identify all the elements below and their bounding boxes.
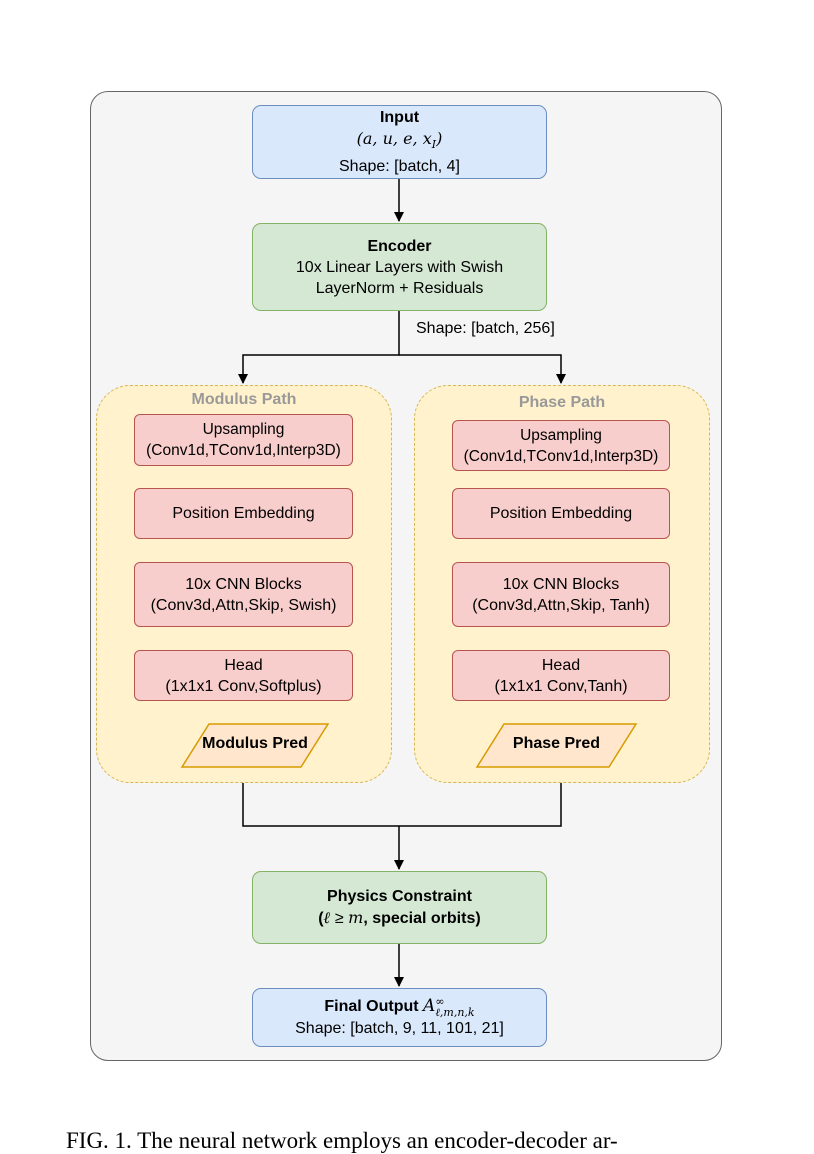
phase-head-box: Head (1x1x1 Conv,Tanh) [452, 650, 670, 701]
input-vars: (a, u, e, xI) [356, 129, 443, 152]
input-shape: Shape: [batch, 4] [339, 157, 460, 175]
modulus-cnn-label: 10x CNN Blocks [185, 575, 302, 593]
phase-path-title: Phase Path [518, 394, 606, 411]
modulus-head-detail: (1x1x1 Conv,Softplus) [165, 677, 322, 695]
modulus-pred-label: Modulus Pred [202, 735, 308, 752]
encoder-shape-label: Shape: [batch, 256] [414, 320, 557, 338]
modulus-position-box: Position Embedding [134, 488, 353, 539]
modulus-upsampling-detail: (Conv1d,TConv1d,Interp3D) [146, 442, 341, 459]
modulus-position-label: Position Embedding [172, 505, 315, 522]
phase-position-box: Position Embedding [452, 488, 670, 539]
modulus-path-title: Modulus Path [191, 391, 297, 408]
phase-pred-shape [475, 723, 638, 768]
modulus-pred-shape [180, 723, 330, 768]
encoder-box: Encoder 10x Linear Layers with Swish Lay… [252, 223, 547, 311]
merge-line [242, 783, 562, 827]
phase-head-label: Head [541, 656, 581, 674]
phase-upsampling-box: Upsampling (Conv1d,TConv1d,Interp3D) [452, 420, 670, 471]
physics-title: Physics Constraint [327, 888, 472, 905]
arrow-encoder-modulus [238, 311, 400, 384]
encoder-line2: LayerNorm + Residuals [315, 279, 484, 297]
phase-cnn-box: 10x CNN Blocks (Conv3d,Attn,Skip, Tanh) [452, 562, 670, 627]
output-shape: Shape: [batch, 9, 11, 101, 21] [295, 1020, 504, 1037]
phase-cnn-label: 10x CNN Blocks [502, 575, 620, 593]
figure-caption: FIG. 1. The neural network employs an en… [66, 1128, 618, 1153]
phase-head-detail: (1x1x1 Conv,Tanh) [494, 677, 628, 695]
phase-upsampling-label: Upsampling [520, 426, 602, 444]
physics-constraint-box: Physics Constraint (ℓ ≥ m, special orbit… [252, 871, 547, 944]
arrow-encoder-phase [399, 354, 566, 384]
encoder-line1: 10x Linear Layers with Swish [295, 258, 504, 276]
modulus-head-box: Head (1x1x1 Conv,Softplus) [134, 650, 353, 701]
phase-pred-label: Phase Pred [512, 735, 601, 752]
modulus-upsampling-box: Upsampling (Conv1d,TConv1d,Interp3D) [134, 414, 353, 466]
phase-cnn-detail: (Conv3d,Attn,Skip, Tanh) [472, 596, 650, 614]
modulus-cnn-box: 10x CNN Blocks (Conv3d,Attn,Skip, Swish) [134, 562, 353, 627]
phase-position-label: Position Embedding [489, 505, 633, 522]
encoder-title: Encoder [367, 237, 432, 255]
modulus-cnn-detail: (Conv3d,Attn,Skip, Swish) [150, 596, 337, 614]
final-output-box: Final Output A∞ℓ,m,n,k Shape: [batch, 9,… [252, 988, 547, 1047]
output-title-line: Final Output A∞ℓ,m,n,k [324, 995, 475, 1019]
modulus-upsampling-label: Upsampling [202, 421, 285, 438]
input-title: Input [379, 109, 420, 127]
physics-condition: (ℓ ≥ m, special orbits) [318, 908, 481, 927]
phase-upsampling-detail: (Conv1d,TConv1d,Interp3D) [463, 447, 659, 465]
modulus-head-label: Head [224, 656, 263, 674]
input-box: Input (a, u, e, xI) Shape: [batch, 4] [252, 105, 547, 179]
